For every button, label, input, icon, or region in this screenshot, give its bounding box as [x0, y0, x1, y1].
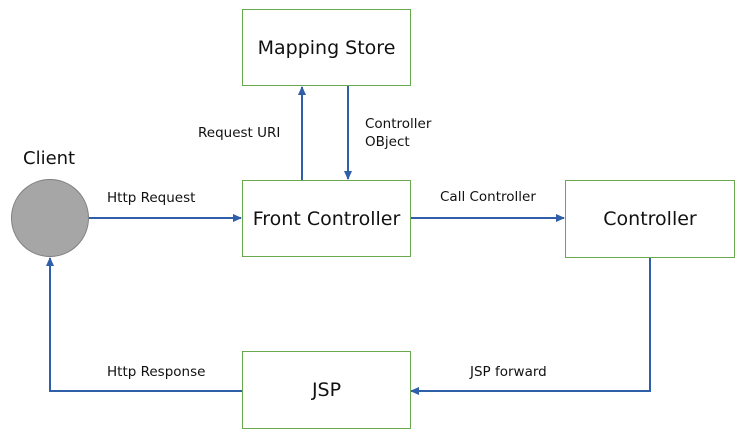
client-node — [11, 179, 89, 257]
call-controller-label: Call Controller — [440, 189, 536, 205]
http-response-label: Http Response — [107, 364, 206, 380]
controller-object-label-line2: OBject — [365, 134, 410, 150]
http-request-label: Http Request — [107, 190, 196, 206]
controller-object-label-line1: Controller — [365, 116, 432, 132]
front-controller-box: Front Controller — [242, 180, 411, 257]
jsp-forward-label: JSP forward — [470, 364, 547, 380]
http-response-arrow — [46, 257, 242, 392]
client-label: Client — [23, 148, 76, 169]
mapping-store-box: Mapping Store — [242, 9, 411, 86]
mapping-store-label: Mapping Store — [257, 36, 396, 59]
request-uri-label: Request URI — [198, 125, 281, 141]
front-controller-label: Front Controller — [252, 207, 401, 230]
jsp-forward-arrow — [410, 258, 651, 395]
controller-box: Controller — [565, 180, 735, 258]
jsp-label: JSP — [311, 379, 342, 401]
controller-label: Controller — [603, 208, 697, 230]
jsp-box: JSP — [242, 351, 411, 429]
